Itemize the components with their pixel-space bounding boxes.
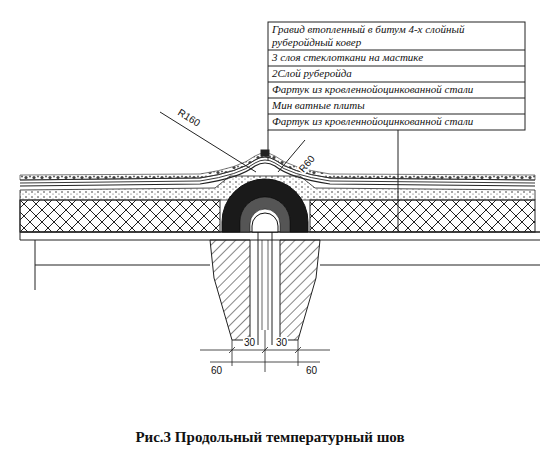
dimension-label: 60 bbox=[305, 365, 318, 376]
layer-name: Мин ватные плиты bbox=[272, 99, 522, 112]
channel-walls bbox=[210, 228, 320, 345]
compensator-gasket bbox=[222, 179, 308, 232]
layer-name: Гравид втопленный в битум 4-х слойный ру… bbox=[272, 23, 522, 49]
layer-name: 3 слоя стеклоткани на мастике bbox=[272, 51, 522, 64]
dimension-label: 30 bbox=[275, 337, 288, 348]
dimension-label: 30 bbox=[243, 337, 256, 348]
radius-label: R160 bbox=[175, 106, 203, 129]
layer-name: Фартук из кровленнойоцинкованной стали bbox=[272, 115, 522, 128]
figure-caption: Рис.3 Продольный температурный шов bbox=[135, 428, 404, 446]
dimension-label: 60 bbox=[210, 365, 223, 376]
layer-name: 2Слой руберойда bbox=[272, 67, 522, 80]
layer-name: Фартук из кровленнойоцинкованной стали bbox=[272, 83, 522, 96]
